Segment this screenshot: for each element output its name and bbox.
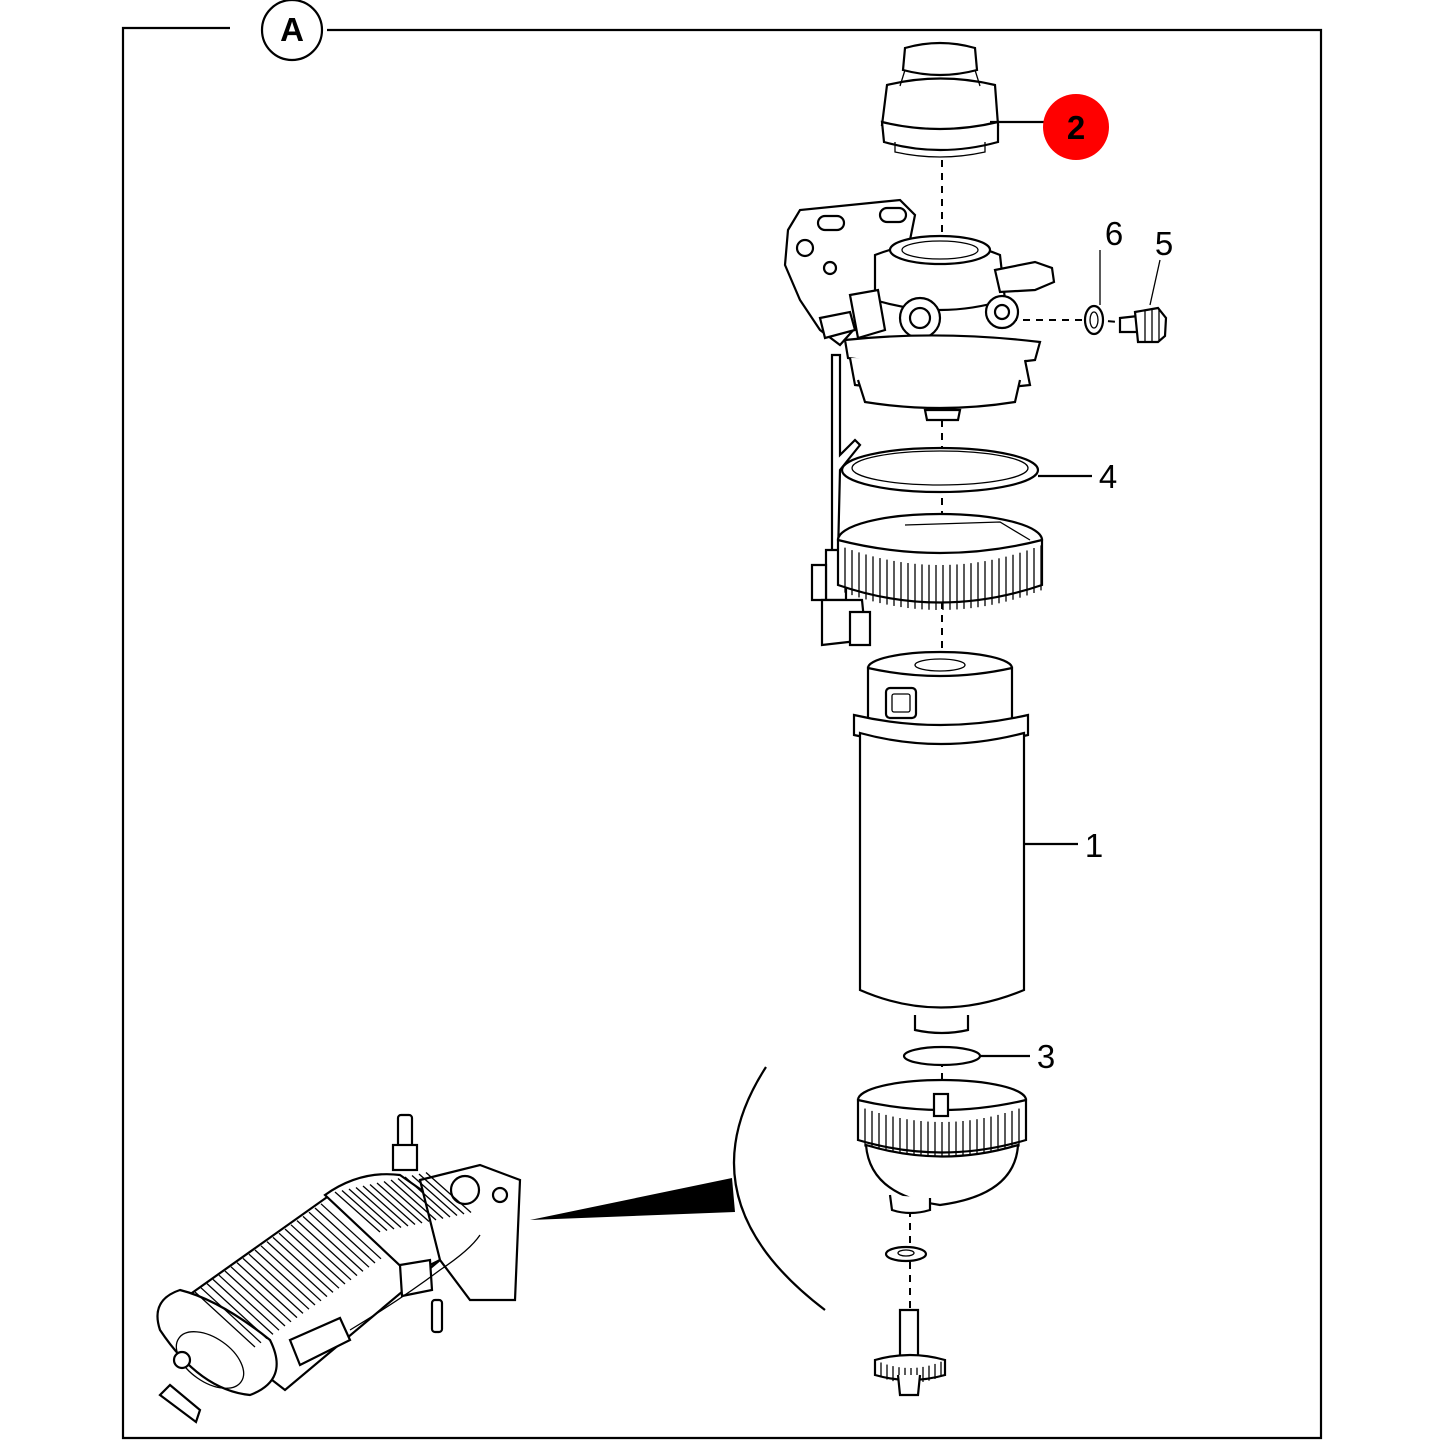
filter-head-part (783, 198, 1056, 647)
callout-5-label: 5 (1155, 225, 1173, 262)
inset-rib-line (272, 1236, 334, 1293)
cap-part (880, 41, 1000, 158)
inset-rib-line (355, 1187, 402, 1228)
inset-rib-line (411, 1175, 458, 1216)
drain-washer-part (884, 1245, 928, 1263)
inset-rib-line (206, 1283, 268, 1340)
inset-rib-line (254, 1249, 316, 1306)
bowl-ribs (864, 1108, 1020, 1160)
inset-rib-line (404, 1176, 451, 1218)
inset-rib-line (284, 1228, 346, 1285)
inset-rib-line (308, 1211, 370, 1268)
collar-ribs (844, 545, 1042, 610)
diagram-frame (121, 26, 1323, 1440)
inset-rib-line (260, 1245, 322, 1302)
inset-rib-line (362, 1185, 409, 1227)
inset-rib-line (248, 1253, 310, 1310)
callout-labels: 2 6 5 4 1 3 (1037, 94, 1173, 1075)
inset-rib-line (296, 1220, 358, 1277)
inset-rib-line (200, 1287, 262, 1344)
view-marker: A (260, 0, 324, 62)
inset-rib-line (320, 1203, 382, 1260)
inset-rib-line (212, 1278, 274, 1335)
callout-1-label: 1 (1085, 827, 1103, 864)
inset-rib-line (390, 1179, 437, 1221)
assembled-filter-inset (156, 1113, 522, 1424)
retaining-collar-part (836, 512, 1044, 610)
inset-rib-line (334, 1191, 381, 1233)
inset-rib-line (383, 1181, 430, 1222)
water-bowl-part (856, 1078, 1028, 1215)
inset-rib-line (341, 1190, 388, 1231)
inset-rib-line (266, 1241, 328, 1298)
inset-rib-line (376, 1182, 423, 1224)
inset-rib-line (290, 1224, 352, 1281)
detail-callout (530, 1066, 826, 1311)
callout-4-label: 4 (1099, 458, 1117, 495)
inset-rib-line (278, 1232, 340, 1289)
bleed-screw-part (1118, 306, 1168, 344)
inset-rib-line (302, 1215, 364, 1272)
inset-rib-line (418, 1173, 465, 1215)
o-ring-part (902, 1045, 982, 1067)
inset-collar-ribs (194, 1172, 472, 1348)
callout-2-label: 2 (1067, 109, 1085, 146)
filter-element-part (852, 650, 1030, 1035)
inset-rib-line (314, 1207, 376, 1264)
view-marker-label: A (280, 11, 304, 48)
inset-rib-line (425, 1172, 472, 1213)
seal-ring-part (840, 446, 1040, 494)
washer-part (1083, 304, 1105, 336)
inset-rib-line (230, 1266, 292, 1323)
inset-rib-line (236, 1262, 298, 1319)
inset-rib-line (194, 1291, 256, 1348)
leader-lines (980, 120, 1161, 1058)
inset-rib-line (397, 1178, 444, 1219)
inset-rib-line (348, 1188, 395, 1230)
inset-rib-line (224, 1270, 286, 1327)
callout-3-label: 3 (1037, 1038, 1055, 1075)
callout-2-highlight (1043, 94, 1109, 160)
callout-6-label: 6 (1105, 215, 1123, 252)
drain-valve-part (873, 1308, 947, 1397)
inset-rib-line (242, 1257, 304, 1314)
inset-rib-line (369, 1184, 416, 1225)
inset-rib-line (218, 1274, 280, 1331)
